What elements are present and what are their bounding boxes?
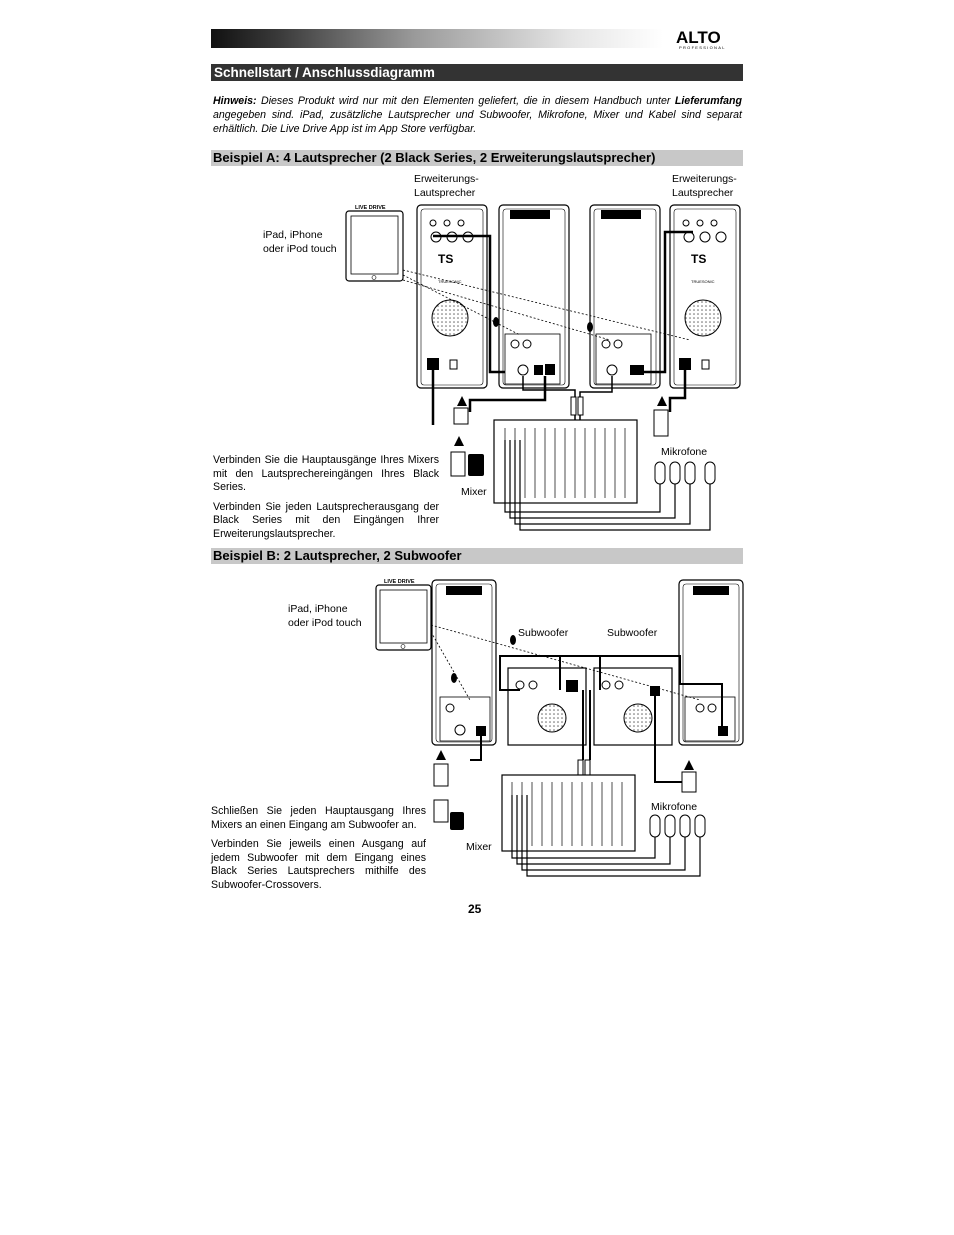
logo-subtitle: PROFESSIONAL (679, 45, 726, 50)
speaker-black-series-b2 (678, 579, 744, 746)
page-number: 25 (468, 902, 482, 916)
note-text-1: Dieses Produkt wird nur mit den Elemente… (256, 95, 675, 107)
mixer-a (493, 419, 638, 504)
label-ext-speaker-right: Erweiterungs- Lautsprecher (672, 173, 737, 199)
label-mixer-a: Mixer (461, 486, 487, 498)
ipad-device-a: LIVE DRIVE (345, 205, 404, 282)
truesonic-label-4: TRUESONIC (691, 279, 715, 284)
alto-logo: ALTO PROFESSIONAL (676, 28, 736, 52)
label-ipad-b: iPad, iPhone oder iPod touch (288, 603, 362, 629)
note-label: Hinweis: (213, 95, 257, 107)
example-a-para-2: Verbinden Sie jeden Lautsprecherausgang … (213, 500, 439, 540)
logo-brand: ALTO (676, 28, 721, 47)
label-mics-b: Mikrofone (651, 801, 698, 813)
microphones-b (649, 814, 706, 838)
example-a-heading: Beispiel A: 4 Lautsprecher (2 Black Seri… (211, 150, 743, 166)
page-title: Schnellstart / Anschlussdiagramm (211, 64, 743, 81)
label-subwoofer-right: Subwoofer (607, 627, 658, 639)
example-a-instructions: Verbinden Sie die Hauptausgänge Ihres Mi… (213, 454, 439, 547)
note-paragraph: Hinweis: Dieses Produkt wird nur mit den… (213, 94, 742, 136)
speaker-ext-right: TS TRUESONIC (669, 204, 741, 389)
speaker-black-series-b1 (431, 579, 497, 746)
label-mixer-b: Mixer (466, 841, 492, 853)
live-drive-label-b: LIVE DRIVE (384, 579, 415, 585)
header-gradient-bar (211, 29, 663, 48)
power-outlet-b3 (433, 799, 464, 830)
example-b-heading: Beispiel B: 2 Lautsprecher, 2 Subwoofer (211, 548, 743, 564)
speaker-black-series-a2 (589, 204, 661, 389)
example-a-para-1: Verbinden Sie die Hauptausgänge Ihres Mi… (213, 454, 439, 493)
speaker-black-series-a1 (498, 204, 570, 389)
power-outlet-b2 (681, 760, 697, 793)
label-ext-speaker-left: Erweiterungs- Lautsprecher (414, 173, 479, 199)
power-outlet-b1 (433, 750, 449, 787)
power-outlet-a2 (653, 396, 669, 437)
example-b-instructions: Schließen Sie jeden Hauptausgang Ihres M… (211, 805, 426, 898)
microphones-a (654, 461, 716, 485)
mixer-b (501, 774, 636, 852)
subwoofer-left (507, 667, 587, 746)
ts-model-label-1: TS (438, 252, 453, 266)
label-mics-a: Mikrofone (661, 446, 708, 458)
speaker-ext-left: TS TRUESONIC (416, 204, 488, 389)
note-text-2: angegeben sind. iPad, zusätzliche Lautsp… (213, 109, 742, 135)
ts-model-label-4: TS (691, 252, 706, 266)
subwoofer-right (593, 667, 673, 746)
label-ipad-a: iPad, iPhone oder iPod touch (263, 229, 337, 255)
note-bold: Lieferumfang (674, 95, 742, 107)
label-subwoofer-left: Subwoofer (518, 627, 569, 639)
example-b-para-2: Verbinden Sie jeweils einen Ausgang auf … (211, 838, 426, 891)
power-outlet-a3 (450, 436, 484, 477)
live-drive-label-a: LIVE DRIVE (355, 205, 386, 211)
example-b-para-1: Schließen Sie jeden Hauptausgang Ihres M… (211, 805, 426, 831)
power-outlet-a1 (453, 396, 469, 425)
ipad-device-b: LIVE DRIVE (375, 579, 432, 651)
